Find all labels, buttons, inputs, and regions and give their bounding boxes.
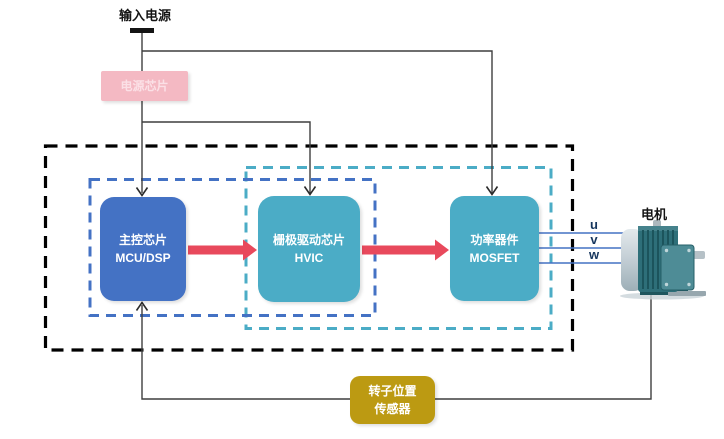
arrowheads xyxy=(135,186,499,311)
gate-driver-label-cn: 栅极驱动芯片 xyxy=(272,233,345,247)
flow-arrow-mcu-to-hvic xyxy=(188,239,257,261)
power-device-block: 功率器件 MOSFET xyxy=(450,196,539,301)
connector-powerchip-to-hvic xyxy=(142,121,311,193)
phase-v-label: v xyxy=(590,232,598,247)
gate-driver-label-en: HVIC xyxy=(294,251,324,265)
arrowhead-into-mosfet xyxy=(485,186,499,196)
gate-driver-block: 栅极驱动芯片 HVIC xyxy=(258,196,360,302)
mcu-block: 主控芯片 MCU/DSP xyxy=(100,197,186,301)
power-connectors xyxy=(141,33,652,400)
power-terminal-bar xyxy=(130,28,154,33)
power-chip-block: 电源芯片 xyxy=(101,71,188,101)
mcu-label-cn: 主控芯片 xyxy=(118,233,167,247)
rotor-sensor-label-line2: 传感器 xyxy=(374,402,411,416)
motor-label: 电机 xyxy=(640,207,667,222)
phase-u-label: u xyxy=(590,217,598,232)
power-device-label-en: MOSFET xyxy=(469,250,520,265)
control-stage-dashed-boundary xyxy=(88,178,377,317)
motor-icon xyxy=(620,220,706,300)
connector-input-to-mosfet xyxy=(142,50,493,193)
phase-lines xyxy=(539,232,624,264)
arrowhead-feedback-into-mcu xyxy=(135,301,149,311)
mcu-label-en: MCU/DSP xyxy=(115,251,171,265)
input-power-label: 输入电源 xyxy=(118,8,171,23)
rotor-position-sensor-block: 转子位置 传感器 xyxy=(350,376,435,424)
phase-w-label: w xyxy=(588,247,600,262)
power-chip-label: 电源芯片 xyxy=(120,79,169,93)
arrowhead-into-mcu xyxy=(135,187,149,197)
rotor-sensor-label-line1: 转子位置 xyxy=(368,384,417,398)
flow-arrow-hvic-to-mosfet xyxy=(362,239,449,261)
power-device-label-cn: 功率器件 xyxy=(470,232,519,247)
arrowhead-into-hvic xyxy=(303,186,317,196)
